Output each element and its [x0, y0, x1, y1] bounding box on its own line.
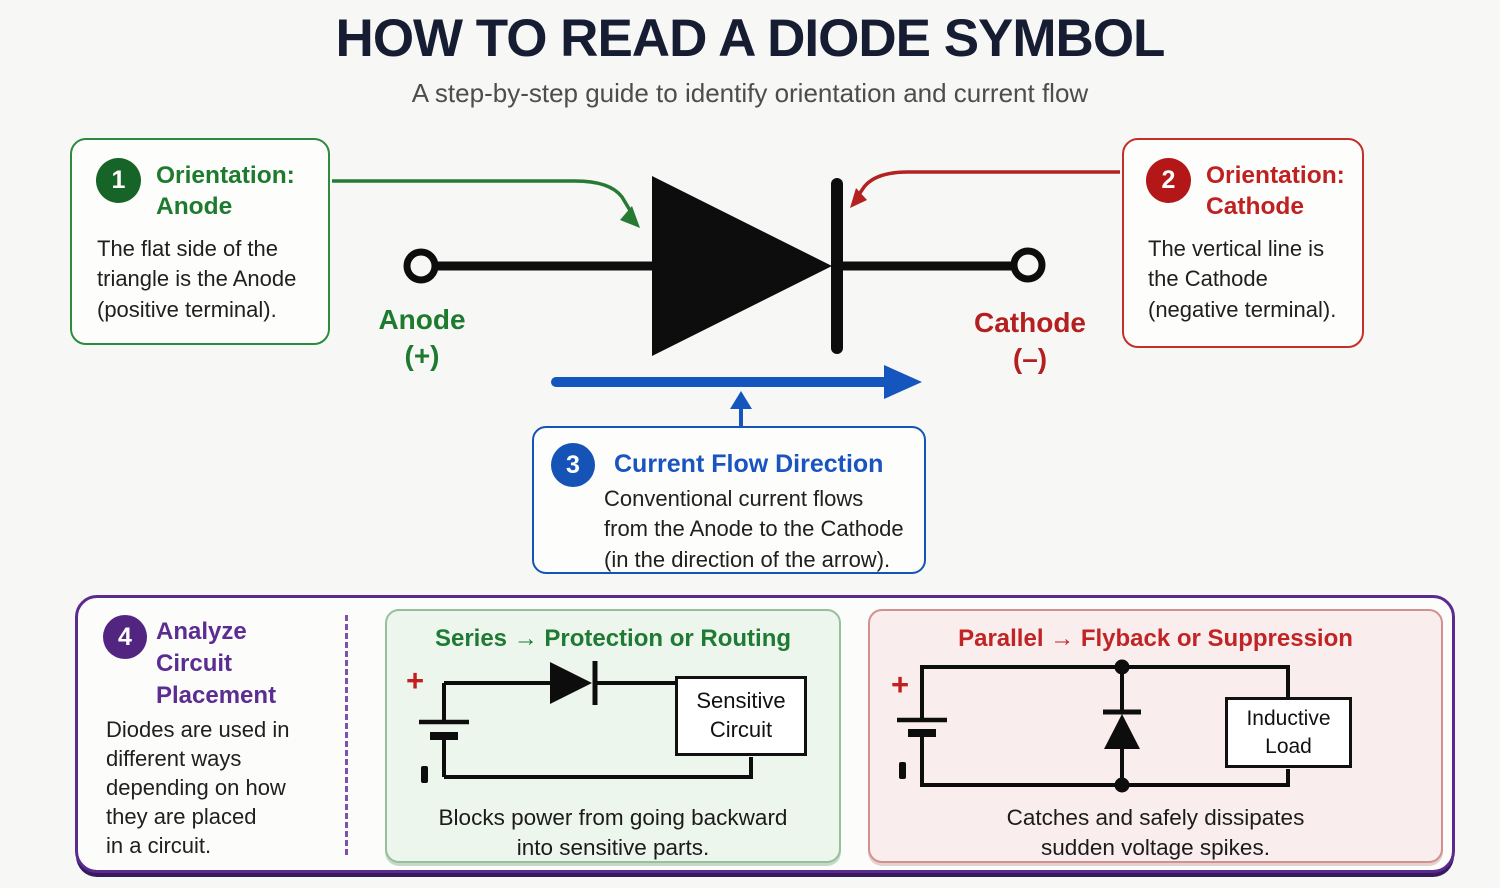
- page-title: HOW TO READ A DIODE SYMBOL: [335, 9, 1166, 68]
- step3-connector-arrow-icon: [730, 391, 752, 427]
- page-subtitle: A step-by-step guide to identify orienta…: [411, 78, 1089, 108]
- step3-number-badge: 3: [551, 443, 595, 487]
- step3-title: Current Flow Direction: [614, 450, 884, 478]
- step2-cathode-card: 2 Orientation: Cathode The vertical line…: [1122, 138, 1364, 348]
- series-battery-plus-label: +: [406, 663, 425, 698]
- sensitive-circuit-box: Sensitive Circuit: [675, 676, 807, 756]
- current-flow-arrow-icon: [551, 365, 922, 399]
- anode-pointer-arrow-icon: [332, 179, 640, 228]
- step3-body: Conventional current flows from the Anod…: [604, 486, 904, 572]
- step1-body: The flat side of the triangle is the Ano…: [97, 236, 297, 322]
- parallel-panel: Parallel → Flyback or Suppression Catche…: [868, 609, 1443, 863]
- step4-body: Diodes are used in different ways depend…: [106, 717, 290, 859]
- step3-current-flow-card: 3 Current Flow Direction Conventional cu…: [532, 426, 926, 574]
- parallel-battery-minus-marker: [899, 762, 906, 779]
- section-divider: [345, 615, 348, 855]
- series-panel-title: Series → Protection or Routing: [434, 625, 792, 652]
- parallel-panel-title: Parallel → Flyback or Suppression: [958, 625, 1353, 652]
- step4-title: Analyze Circuit Placement: [156, 618, 277, 709]
- parallel-panel-caption: Catches and safely dissipates sudden vol…: [1006, 805, 1305, 860]
- step1-number-badge: 1: [96, 158, 141, 203]
- step1-anode-card: 1 Orientation: Anode The flat side of th…: [70, 138, 330, 345]
- series-battery-minus-marker: [421, 766, 428, 783]
- step2-body: The vertical line is the Cathode (negati…: [1148, 236, 1337, 322]
- cathode-terminal-label: Cathode (–): [974, 307, 1086, 375]
- diode-symbol: [403, 176, 1046, 356]
- parallel-battery-plus-label: +: [891, 667, 910, 702]
- series-panel-caption: Blocks power from going backward into se…: [438, 805, 788, 860]
- inductive-load-box: Inductive Load: [1225, 697, 1352, 768]
- step4-number-badge: 4: [103, 615, 147, 659]
- step2-title: Orientation: Cathode: [1206, 162, 1345, 221]
- anode-terminal-label: Anode (+): [378, 304, 466, 372]
- step1-title: Orientation: Anode: [156, 162, 295, 221]
- step2-number-badge: 2: [1146, 158, 1191, 203]
- cathode-pointer-arrow-icon: [850, 170, 1120, 208]
